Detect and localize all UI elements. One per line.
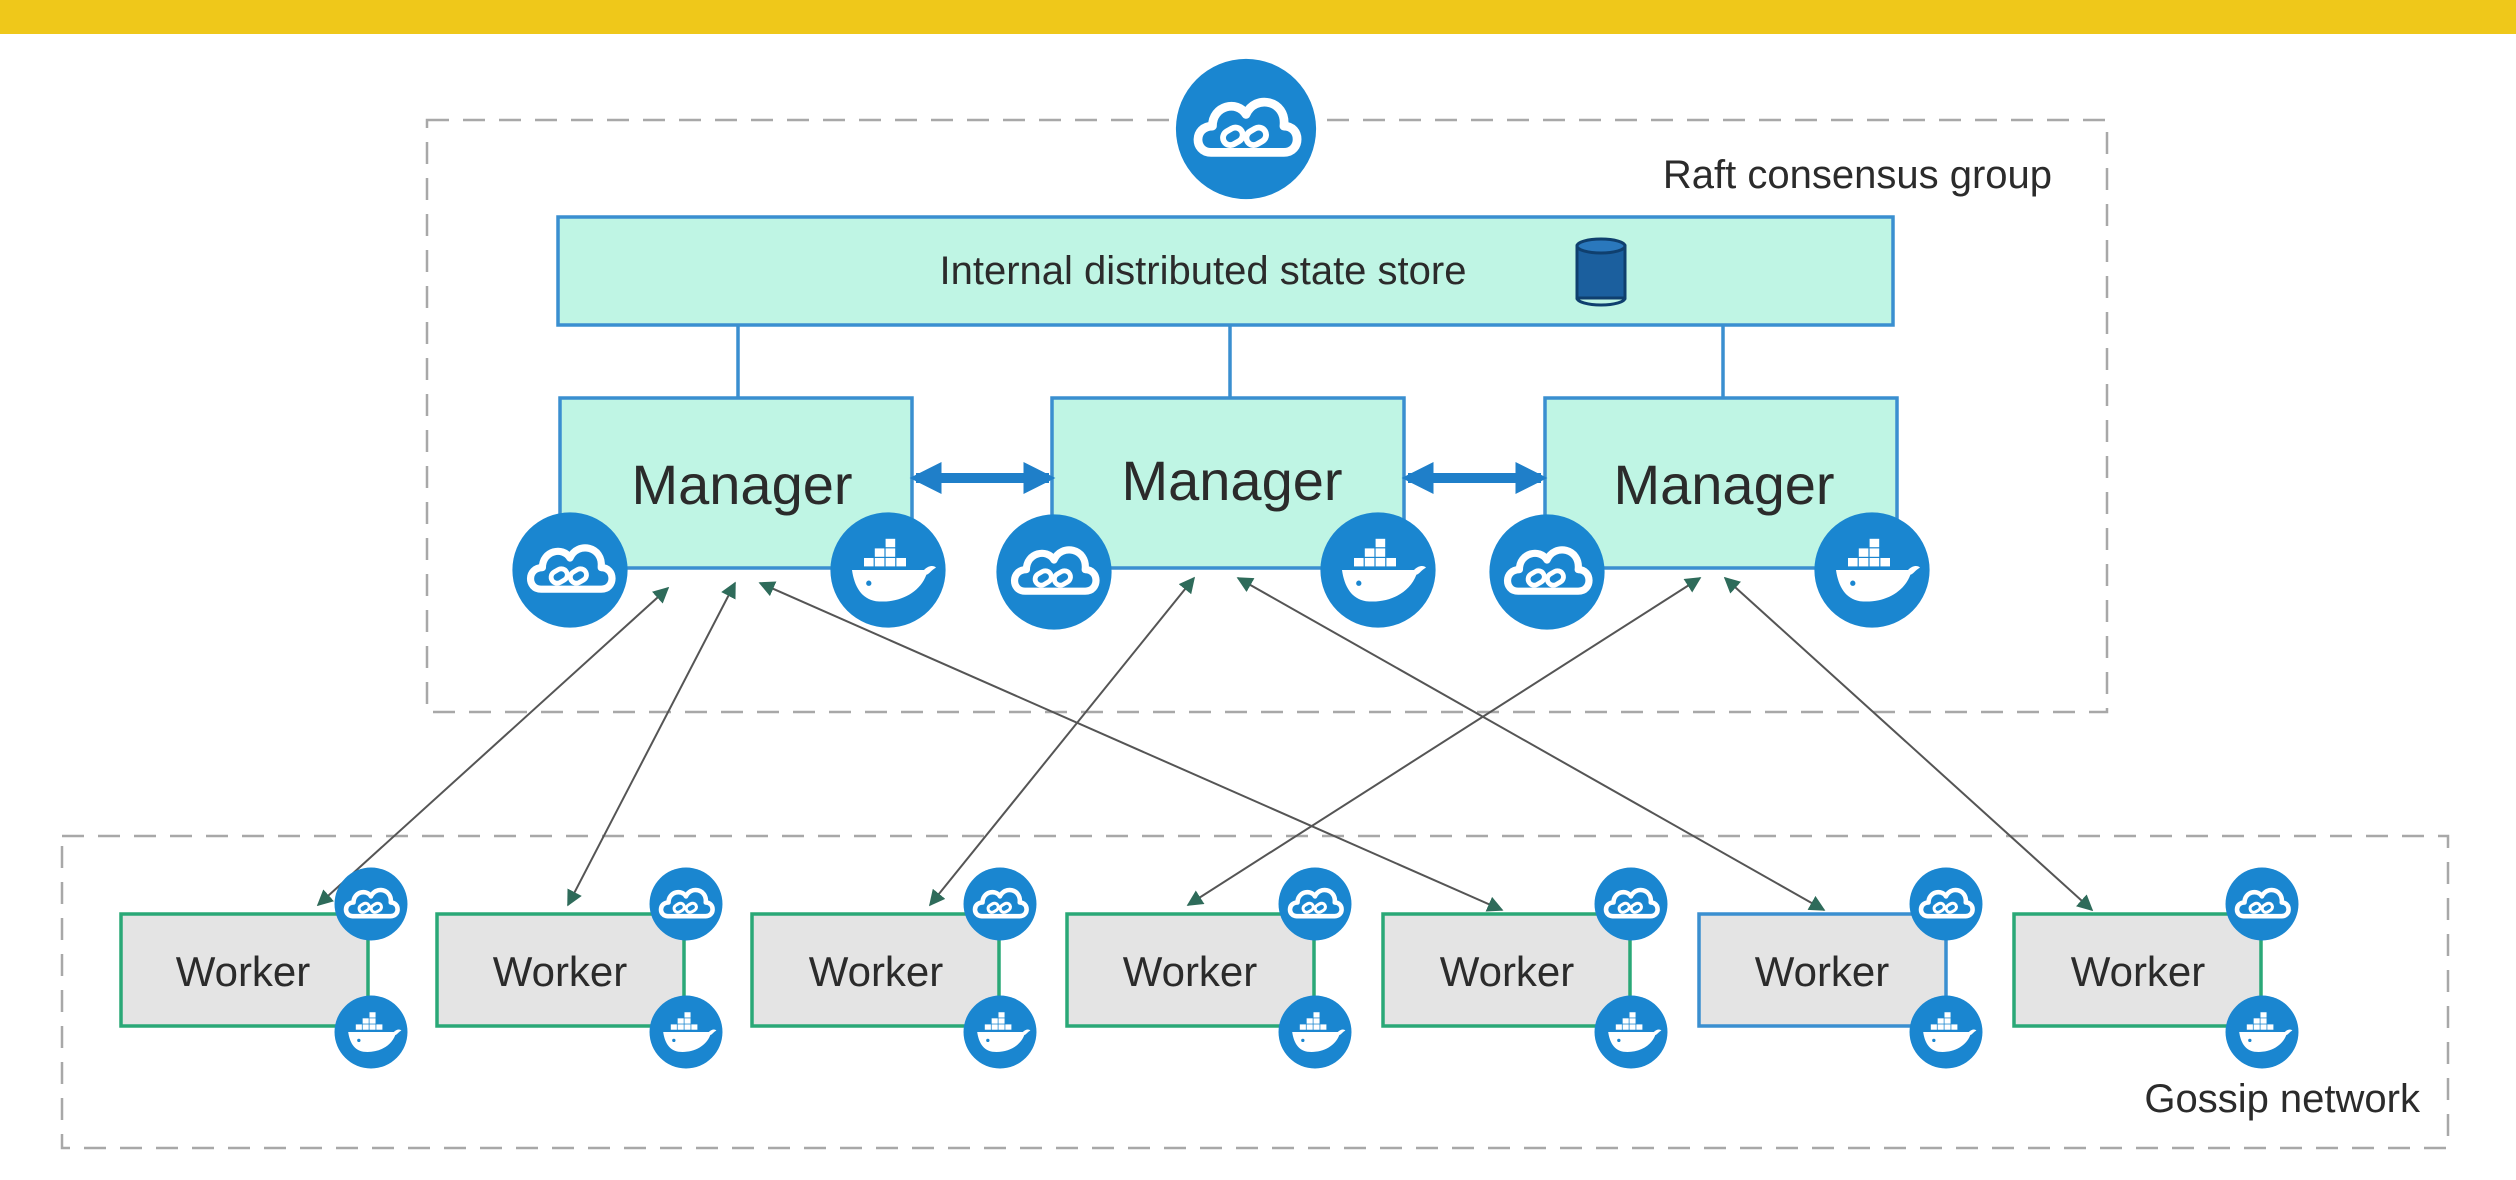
manager-worker-arrow [758, 581, 1504, 912]
worker-label: Worker [809, 948, 944, 995]
worker-node: Worker [1381, 868, 1668, 1069]
worker-label: Worker [1755, 948, 1890, 995]
manager-worker-arrow [1723, 576, 2094, 912]
gossip-arrows [316, 576, 2094, 912]
docker-whale-icon [1320, 512, 1436, 628]
worker-node: Worker [1697, 868, 1983, 1069]
database-icon [1575, 237, 1627, 307]
cloud-link-icon [650, 868, 723, 941]
docker-whale-icon [2225, 995, 2299, 1069]
worker-node: Worker [1065, 868, 1352, 1069]
top-accent-bar [0, 0, 2516, 34]
manager-worker-arrow [1186, 577, 1702, 906]
state-store-box [556, 215, 1895, 327]
docker-whale-icon [649, 995, 723, 1069]
worker-node: Worker [2012, 868, 2299, 1069]
manager-worker-arrow [928, 576, 1196, 907]
state-store-label: Internal distributed state store [940, 249, 1467, 293]
cloud-link-icon [996, 514, 1111, 629]
worker-label: Worker [1123, 948, 1258, 995]
manager-label: Manager [1613, 453, 1834, 516]
docker-whale-icon [334, 995, 408, 1069]
docker-whale-icon [1814, 512, 1930, 628]
manager-worker-arrow [316, 586, 670, 907]
cloud-link-icon [2226, 868, 2299, 941]
docker-whale-icon [1909, 995, 1983, 1069]
worker-label: Worker [176, 948, 311, 995]
worker-node: Worker [750, 868, 1037, 1069]
cloud-link-icon [335, 868, 408, 941]
docker-whale-icon [963, 995, 1037, 1069]
worker-label: Worker [1440, 948, 1575, 995]
worker-label: Worker [2071, 948, 2206, 995]
gossip-network-label: Gossip network [2144, 1077, 2421, 1121]
worker-label: Worker [493, 948, 628, 995]
manager-worker-arrow [567, 581, 736, 907]
cloud-link-icon [964, 868, 1037, 941]
manager-worker-arrow [1236, 577, 1826, 911]
cloud-link-icon [1489, 514, 1604, 629]
worker-node: Worker [119, 868, 408, 1069]
manager-label: Manager [1121, 449, 1342, 512]
cloud-link-icon [1279, 868, 1352, 941]
docker-whale-icon [1594, 995, 1668, 1069]
cloud-link-icon [1910, 868, 1983, 941]
manager-label: Manager [631, 453, 852, 516]
raft-group-label: Raft consensus group [1663, 153, 2052, 197]
state-store-connectors [736, 325, 1725, 398]
worker-node: Worker [435, 868, 723, 1069]
cloud-link-icon [512, 512, 627, 627]
docker-whale-icon [830, 512, 946, 628]
cloud-link-icon [1595, 868, 1668, 941]
docker-whale-icon [1278, 995, 1352, 1069]
cloud-link-icon [1176, 59, 1316, 199]
